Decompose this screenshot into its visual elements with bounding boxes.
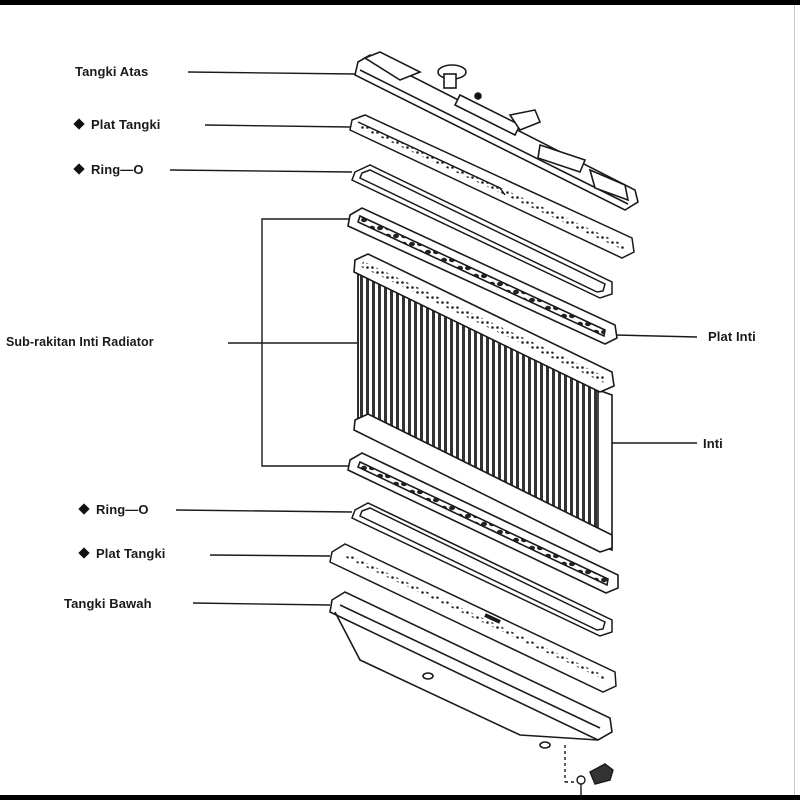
bottom-border — [0, 795, 800, 800]
upper-o-ring — [351, 164, 613, 299]
top-border — [0, 0, 800, 5]
upper-tank — [354, 51, 639, 211]
label-text: Sub-rakitan Inti Radiator — [6, 335, 154, 349]
label-text: Plat Tangki — [91, 117, 161, 132]
lower-core-plate — [347, 452, 619, 594]
diamond-marker-icon — [73, 118, 85, 130]
label-text: Ring—O — [96, 502, 149, 517]
label-text: Plat Inti — [708, 329, 756, 344]
label-plat-tangki-bottom: Plat Tangki — [78, 546, 166, 561]
label-text: Tangki Atas — [75, 64, 149, 79]
label-ring-o-bottom: Ring—O — [78, 502, 149, 517]
label-text: Ring—O — [91, 162, 144, 177]
radiator-core — [353, 253, 615, 553]
lower-o-ring — [351, 502, 613, 637]
label-tangki-atas: Tangki Atas — [75, 64, 148, 79]
diamond-marker-icon — [73, 163, 85, 175]
diamond-marker-icon — [78, 547, 90, 559]
upper-tank-plate — [349, 114, 635, 259]
diamond-marker-icon — [78, 503, 90, 515]
label-ring-o-top: Ring—O — [73, 162, 144, 177]
label-text: Plat Tangki — [96, 546, 166, 561]
label-plat-inti: Plat Inti — [708, 329, 756, 344]
label-inti: Inti — [703, 436, 723, 451]
drain-plug — [564, 745, 614, 795]
lower-tank-plate — [329, 543, 617, 693]
label-tangki-bawah: Tangki Bawah — [64, 596, 152, 611]
label-plat-tangki-top: Plat Tangki — [73, 117, 161, 132]
label-sub-rakitan-inti-radiator: Sub-rakitan Inti Radiator — [6, 335, 154, 349]
right-border — [794, 5, 795, 795]
lower-tank — [329, 591, 613, 749]
label-text: Tangki Bawah — [64, 596, 152, 611]
label-text: Inti — [703, 436, 723, 451]
upper-core-plate — [347, 207, 618, 345]
